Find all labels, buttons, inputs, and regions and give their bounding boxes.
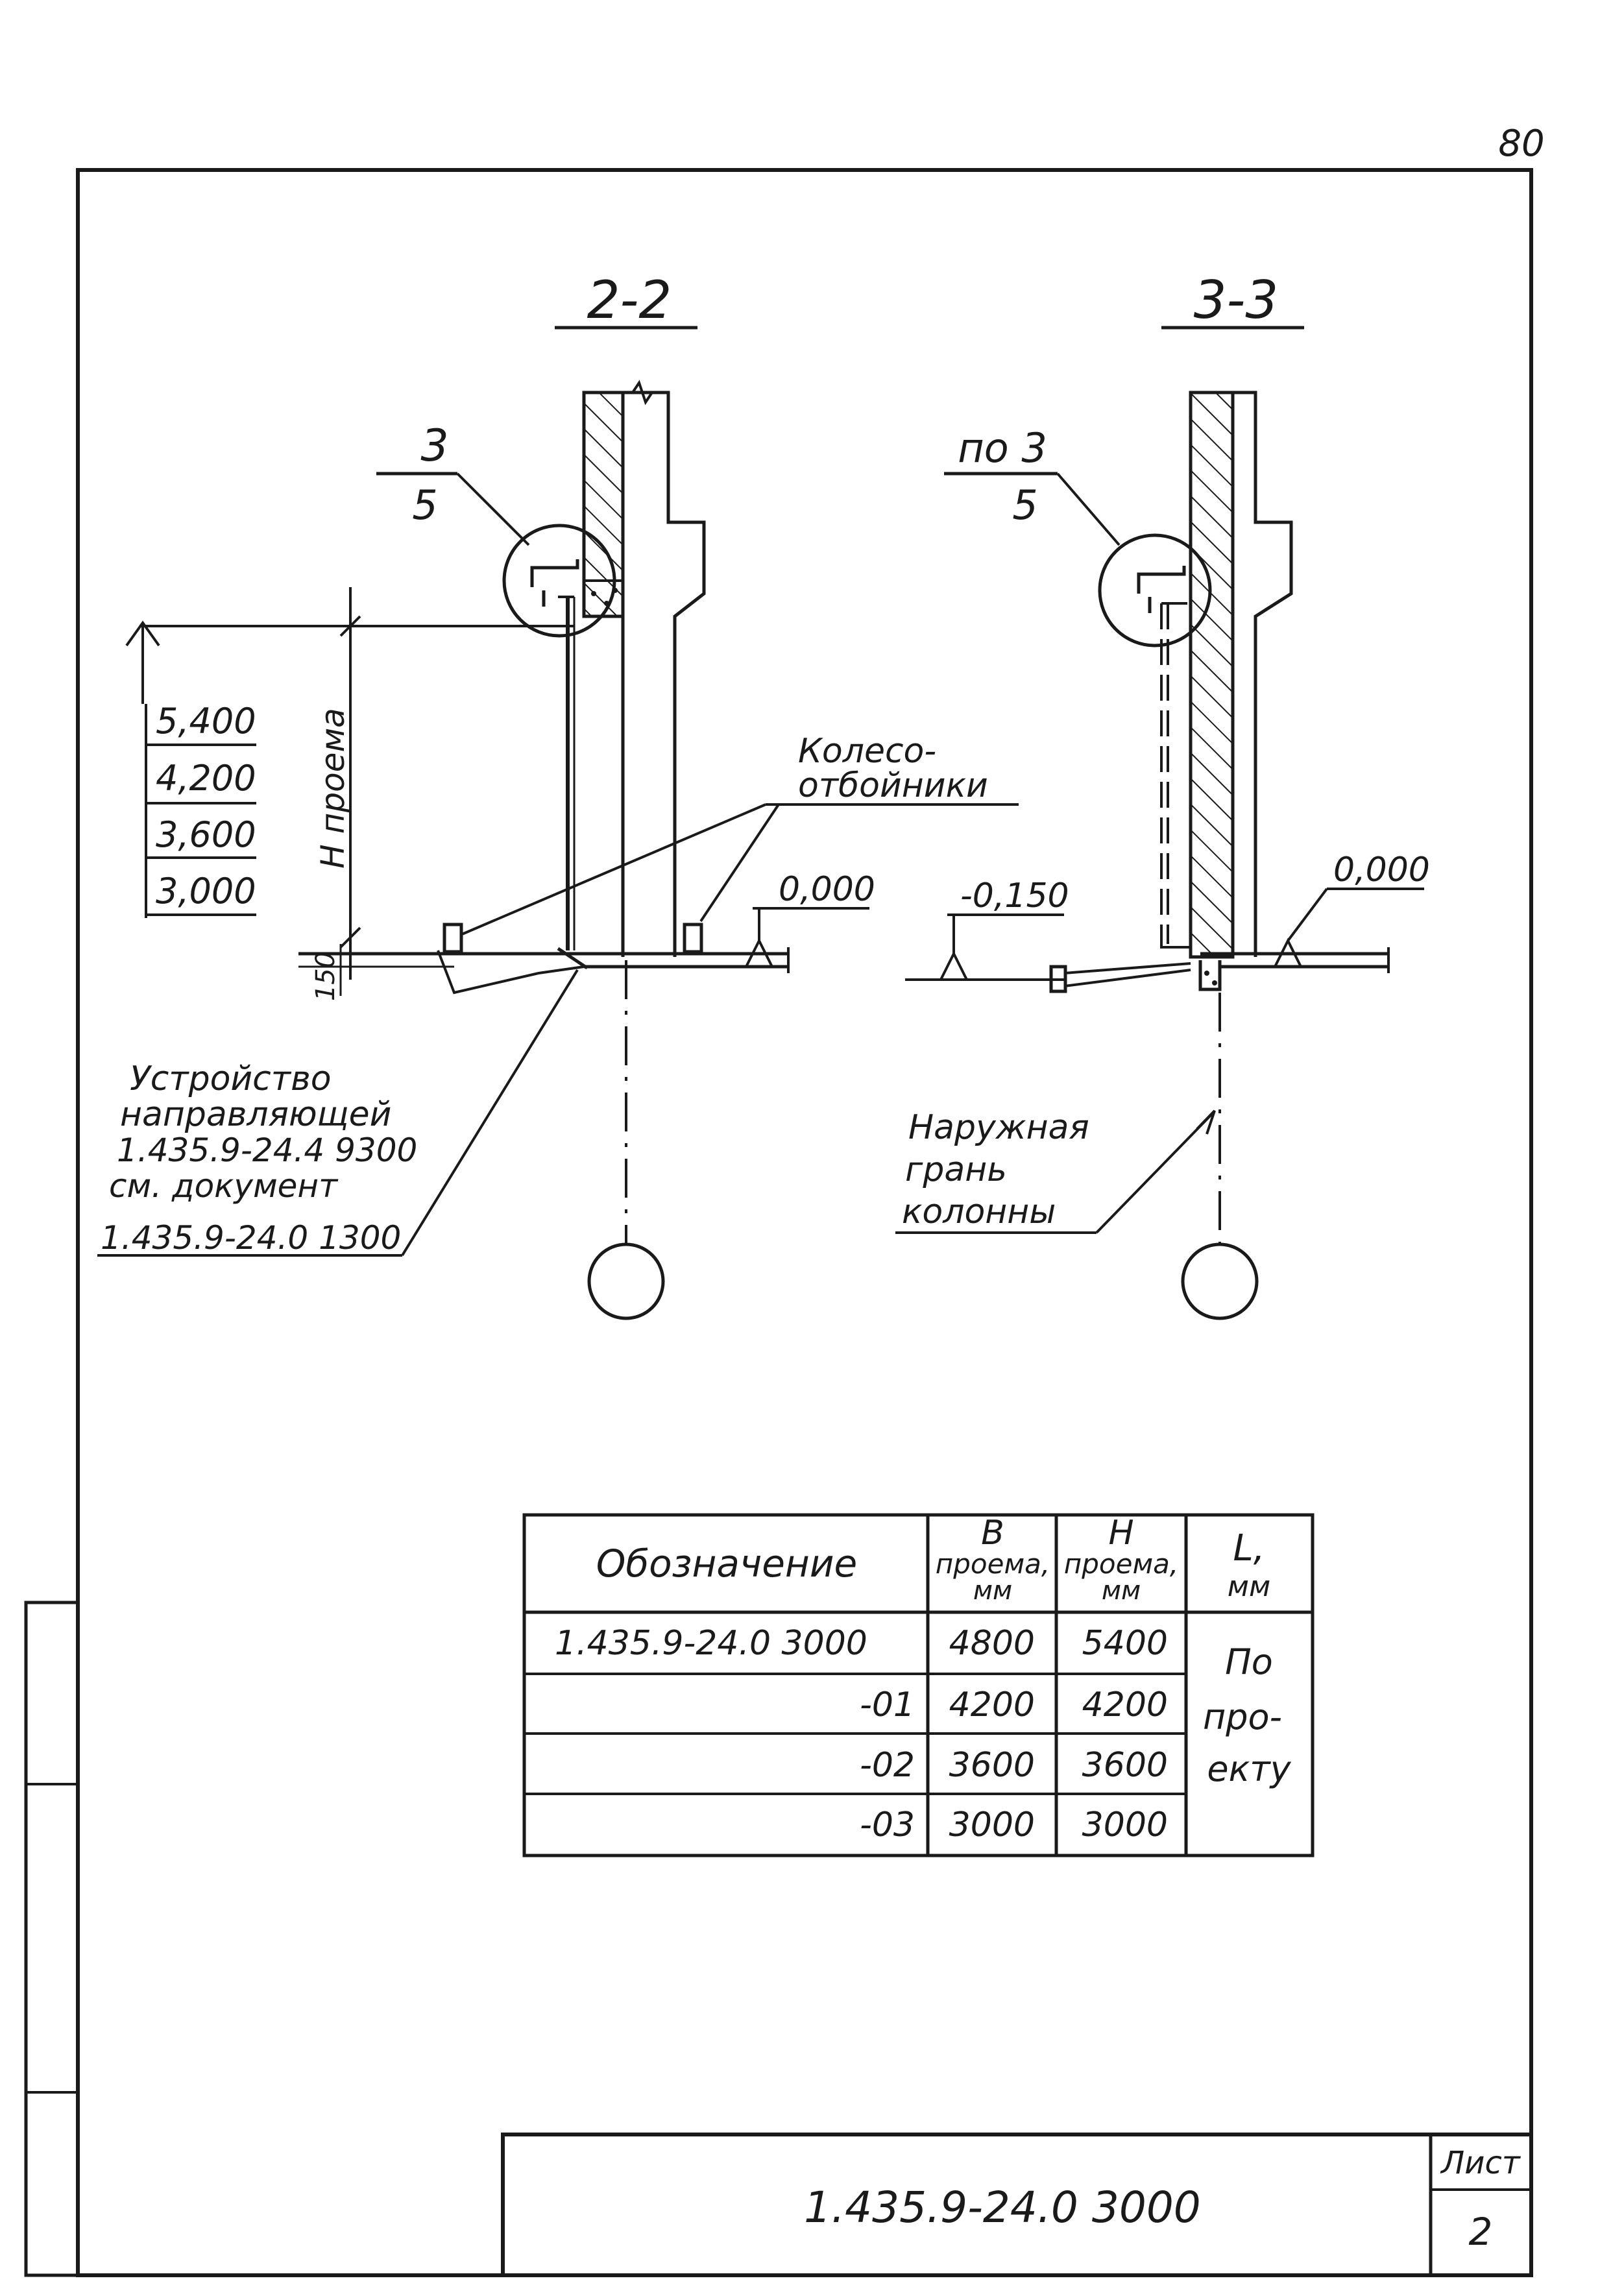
outer-face-note-line: Наружная xyxy=(908,1108,1089,1147)
section-title-3-3: 3-3 xyxy=(1194,270,1279,330)
table-header-l: мм xyxy=(1228,1570,1270,1603)
elevation-value: 3,000 xyxy=(156,871,256,912)
table-cell-designation: 1.435.9-24.0 3000 xyxy=(555,1624,867,1663)
elevation-value: 5,400 xyxy=(156,701,256,742)
table-header-h: H xyxy=(1108,1514,1133,1553)
floor-3-3: -0,150 0,000 xyxy=(905,851,1430,993)
wheel-guard-label: Колесо- xyxy=(798,732,936,771)
height-label: H проема xyxy=(314,708,352,869)
table-cell-b: 4200 xyxy=(949,1686,1035,1724)
elevation-value: 3,600 xyxy=(156,814,256,855)
section-title-2-2: 2-2 xyxy=(587,270,672,330)
specification-table: Обозначение B проема, мм H проема, мм L,… xyxy=(522,1513,1315,1857)
table-cell-l: По xyxy=(1225,1641,1273,1682)
level-label-left: 0,000 xyxy=(779,870,875,909)
wall-2-2 xyxy=(582,380,706,957)
table-cell-designation: -03 xyxy=(860,1806,915,1844)
table-cell-b: 4800 xyxy=(949,1624,1035,1663)
table-header-designation: Обозначение xyxy=(596,1541,857,1586)
detail-callout-circle-left xyxy=(502,524,616,638)
level-label-minus: -0,150 xyxy=(960,877,1069,915)
outer-face-note: Наружная грань колонны xyxy=(895,1108,1216,1234)
level-label-right: 0,000 xyxy=(1333,851,1430,889)
table-cell-designation: -01 xyxy=(860,1686,915,1724)
table-cell-b: 3000 xyxy=(949,1806,1035,1844)
guide-note-line: 1.435.9-24.4 9300 xyxy=(117,1131,417,1169)
callout-sheet-left: 5 xyxy=(412,481,437,529)
floor-2-2: 150 0,000 xyxy=(298,870,875,1001)
table-cell-h: 5400 xyxy=(1082,1624,1168,1663)
outer-face-note-line: колонны xyxy=(902,1192,1056,1231)
sheet-label: Лист xyxy=(1440,2145,1521,2181)
guide-note-line: см. документ xyxy=(109,1167,339,1205)
table-cell-l: про- xyxy=(1203,1697,1282,1737)
outer-face-note-line: грань xyxy=(905,1150,1007,1189)
table-header-l: L, xyxy=(1233,1527,1265,1569)
table-header-h: проема, xyxy=(1064,1548,1178,1580)
dimension-150: 150 xyxy=(311,952,341,1001)
table-header-b: B xyxy=(981,1514,1004,1553)
axis-circle-left xyxy=(587,1242,665,1320)
callout-number-left: 3 xyxy=(420,420,448,472)
guide-note-line: направляющей xyxy=(120,1095,391,1134)
sheet-number: 2 xyxy=(1469,2210,1493,2254)
elevation-table: 5,400 4,200 3,600 3,000 xyxy=(145,701,256,918)
table-cell-l: екту xyxy=(1207,1748,1291,1789)
table-header-b: мм xyxy=(973,1576,1012,1606)
table-cell-designation: -02 xyxy=(860,1746,915,1785)
callout-sheet-right: 5 xyxy=(1012,481,1037,529)
table-header-h: мм xyxy=(1102,1576,1141,1606)
section-3-3: 3-3 по 3 5 xyxy=(895,270,1430,1320)
callout-number-right: по 3 xyxy=(958,424,1047,472)
title-block: 1.435.9-24.0 3000 Лист 2 xyxy=(501,2133,1533,2277)
axis-circle-right xyxy=(1181,1242,1259,1320)
table-cell-h: 4200 xyxy=(1082,1686,1168,1724)
guide-note-line: 1.435.9-24.0 1300 xyxy=(101,1219,401,1257)
table-cell-h: 3000 xyxy=(1082,1806,1168,1844)
guide-note: Устройство направляющей 1.435.9-24.4 930… xyxy=(97,969,579,1257)
guide-note-line: Устройство xyxy=(130,1059,332,1098)
page-number: 80 xyxy=(1498,123,1544,165)
wheel-guard-label: отбойники xyxy=(798,766,988,805)
document-code: 1.435.9-24.0 3000 xyxy=(804,2182,1201,2232)
detail-callout-circle-right xyxy=(1098,533,1212,647)
wheel-guard-left: Колесо- отбойники xyxy=(442,732,1019,954)
section-2-2: 2-2 3 5 xyxy=(97,270,1019,1320)
table-header-b: проема, xyxy=(936,1548,1050,1580)
table-cell-h: 3600 xyxy=(1082,1746,1168,1785)
wall-3-3 xyxy=(1189,391,1293,991)
elevation-value: 4,200 xyxy=(156,758,256,799)
table-cell-b: 3600 xyxy=(949,1746,1035,1785)
